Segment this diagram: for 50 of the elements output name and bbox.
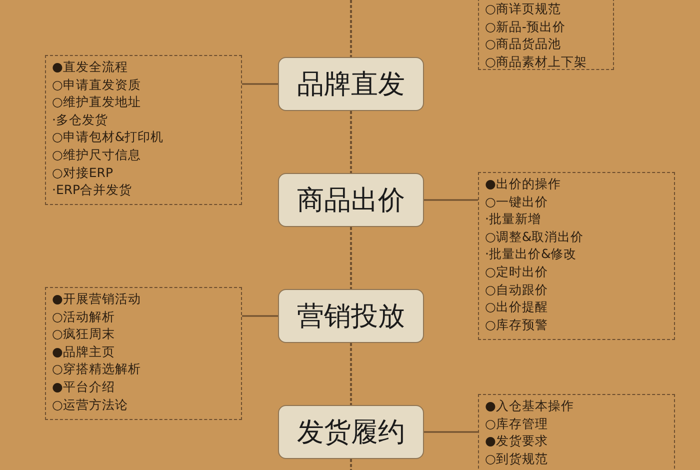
list-item: ○库存预警 [485, 316, 549, 334]
connector-line [242, 315, 278, 317]
list-item: ●出价的操作 [485, 175, 562, 193]
dashed-list-box [45, 55, 242, 205]
dashed-connector [350, 459, 352, 470]
list-item: ·批量新增 [485, 210, 542, 228]
dashed-list-box [478, 0, 614, 70]
list-item: ○维护直发地址 [52, 93, 142, 111]
dashed-connector [350, 227, 352, 289]
list-item: ·多仓发货 [52, 110, 109, 128]
list-item: ●入仓基本操作 [485, 397, 575, 415]
dashed-connector [350, 343, 352, 405]
list-item: ○对接ERP [52, 164, 114, 182]
topic-box: 商品出价 [278, 173, 424, 227]
connector-line [424, 431, 478, 433]
list-item: ○商详页规范 [485, 0, 562, 18]
dashed-list-box [478, 394, 675, 470]
connector-line [242, 83, 278, 85]
dashed-list-box [478, 172, 675, 340]
list-item: ○新品-预出价 [485, 18, 566, 36]
list-item: ○定时出价 [485, 262, 549, 281]
list-item: ○活动解析 [52, 308, 116, 326]
connector-line [424, 199, 478, 201]
list-item: ○穿搭精选解析 [52, 360, 142, 378]
list-item: ○自动跟价 [485, 280, 549, 298]
list-item: ○疯狂周末 [52, 325, 116, 343]
list-item: ○申请直发资质 [52, 76, 142, 94]
topic-box: 发货履约 [278, 405, 424, 459]
list-item: ○库存管理 [485, 414, 549, 432]
list-item: ○维护尺寸信息 [52, 146, 142, 164]
list-item: ●发货要求 [485, 432, 549, 450]
dashed-connector [350, 111, 352, 173]
list-item: ●平台介绍 [52, 378, 116, 396]
list-item: ○一键出价 [485, 192, 549, 210]
dashed-connector [350, 0, 352, 57]
list-item: ○申请包材&打印机 [52, 128, 165, 146]
topic-box: 营销投放 [278, 289, 424, 343]
list-item: ○商品素材上下架 [485, 52, 588, 70]
list-item: ●开展营销活动 [52, 290, 142, 308]
list-item: ●品牌主页 [52, 342, 116, 360]
dashed-list-box [45, 287, 242, 420]
list-item: ·批量出价&修改 [485, 245, 578, 263]
list-item: ○调整&取消出价 [485, 228, 585, 246]
list-item: ●直发全流程 [52, 58, 129, 76]
list-item: ○商品货品池 [485, 35, 562, 53]
topic-box: 品牌直发 [278, 57, 424, 111]
list-item: ○到货规范 [485, 450, 549, 468]
list-item: ○出价提醒 [485, 298, 549, 316]
list-item: ○运营方法论 [52, 396, 129, 414]
list-item: ·ERP合并发货 [52, 181, 134, 199]
